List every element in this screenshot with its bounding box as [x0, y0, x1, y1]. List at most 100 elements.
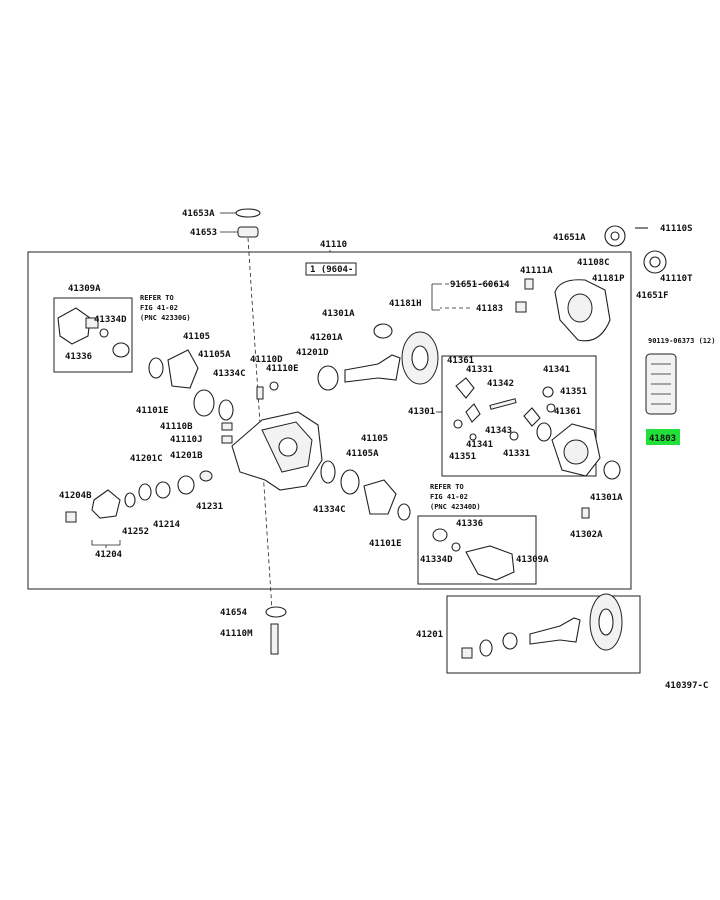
bolt-41110b — [221, 422, 233, 431]
label-41181H: 41181H — [389, 299, 422, 309]
label-41201A: 41201A — [310, 333, 343, 343]
label-41201C: 41201C — [130, 454, 163, 464]
pinion-gear-right — [523, 407, 541, 427]
label-41351-a: 41351 — [560, 387, 587, 397]
seal-41336-right — [432, 528, 448, 542]
label-41334D-left: 41334D — [94, 315, 127, 325]
label-41105-b: 41105 — [361, 434, 388, 444]
bracket-41181h — [431, 283, 440, 311]
retainer-41105-right — [363, 479, 397, 515]
side-gear-right — [536, 422, 552, 442]
collar-41231 — [199, 470, 213, 482]
mount-41651a-inner — [610, 231, 620, 241]
plug-91651 — [524, 278, 534, 290]
oring-41105a-right — [340, 469, 360, 495]
ring-gear-top-inner — [411, 345, 429, 371]
label-41110D: 41110D — [250, 355, 283, 365]
label-41342: 41342 — [487, 379, 514, 389]
label-41110B: 41110B — [160, 422, 193, 432]
cushion-41653 — [237, 226, 259, 238]
bolt-41110j — [221, 435, 233, 444]
label-41343: 41343 — [485, 426, 512, 436]
bolt-41110d — [256, 386, 264, 400]
label-41110M: 41110M — [220, 629, 253, 639]
label-41252: 41252 — [122, 527, 149, 537]
ring-41201-a — [479, 639, 493, 657]
label-41803: 41803 — [649, 434, 676, 444]
label-41181P: 41181P — [592, 274, 625, 284]
nut-41201 — [461, 647, 473, 659]
bearing-41201b — [177, 475, 195, 495]
label-41301A-bottom: 41301A — [590, 493, 623, 503]
bracket-41204 — [91, 540, 121, 548]
label-41111A: 41111A — [520, 266, 553, 276]
washer-41351-a — [546, 403, 556, 413]
label-41653A: 41653A — [182, 209, 215, 219]
bearing-41334c — [218, 399, 234, 421]
refer-right-3: (PNC 42340D) — [430, 503, 481, 511]
washer-41110e — [269, 381, 279, 391]
cushion-41654 — [265, 606, 287, 618]
side-gear-left — [455, 377, 475, 399]
washer-41351-b — [469, 433, 477, 441]
left-axle-subbox — [53, 297, 133, 373]
label-41105-a: 41105 — [183, 332, 210, 342]
pinion-shaft — [344, 354, 401, 383]
housing-boss — [278, 437, 298, 457]
label-41201D: 41201D — [296, 348, 329, 358]
label-41651A: 41651A — [553, 233, 586, 243]
label-41351-b: 41351 — [449, 452, 476, 462]
label-41301: 41301 — [408, 407, 435, 417]
shim-41201c — [138, 483, 152, 501]
pinion-41201 — [529, 617, 581, 645]
label-41336-right: 41336 — [456, 519, 483, 529]
plug-41183 — [515, 301, 527, 313]
ring-gear-subbox — [446, 595, 641, 674]
label-9604: 1 (9604- — [310, 265, 353, 275]
label-41302A: 41302A — [570, 530, 603, 540]
refer-left-3: (PNC 42330G) — [140, 314, 191, 322]
seal-41336-left — [112, 342, 130, 358]
bearing-41334c-right — [320, 460, 336, 484]
label-41331-a: 41331 — [466, 365, 493, 375]
main-frame — [27, 251, 632, 590]
retainer-41105 — [167, 349, 199, 389]
diagram-ref: 410397-C — [665, 681, 708, 691]
label-41204B: 41204B — [59, 491, 92, 501]
label-41341-b: 41341 — [466, 440, 493, 450]
washer-41653a — [235, 208, 261, 218]
bolt-41302a — [581, 507, 590, 519]
oring-41334d-right — [451, 542, 461, 552]
label-41108C: 41108C — [577, 258, 610, 268]
bearing-41301a-bottom — [603, 460, 621, 480]
nut-41204b — [65, 511, 77, 523]
label-41110S: 41110S — [660, 224, 693, 234]
label-41336-left: 41336 — [65, 352, 92, 362]
label-41334C-a: 41334C — [213, 369, 246, 379]
seal-41101e-right — [397, 503, 411, 521]
pinion-shaft-41342 — [489, 398, 517, 410]
label-41110T: 41110T — [660, 274, 693, 284]
label-41361-a: 41361 — [447, 356, 474, 366]
label-41654: 41654 — [220, 608, 248, 618]
pinion-gear-left — [465, 403, 481, 423]
refer-left-1: REFER TO — [140, 294, 174, 302]
note-box-9604 — [305, 262, 357, 276]
center-axis-line — [247, 237, 273, 611]
label-41105A-b: 41105A — [346, 449, 379, 459]
label-41101E-b: 41101E — [369, 539, 402, 549]
label-41183: 41183 — [476, 304, 503, 314]
label-41110E: 41110E — [266, 364, 299, 374]
label-90119: 90119-06373 (12) — [648, 337, 715, 345]
label-41110J: 41110J — [170, 435, 203, 445]
label-41214: 41214 — [153, 520, 181, 530]
shim-41214 — [124, 492, 136, 508]
differential-subbox — [441, 355, 597, 477]
mount-41651f-inner — [649, 256, 661, 268]
washer-41341-b — [453, 419, 463, 429]
label-41334C-b: 41334C — [313, 505, 346, 515]
label-41105A-a: 41105A — [198, 350, 231, 360]
ring-gear-41201-inner — [598, 608, 614, 636]
label-41651F: 41651F — [636, 291, 669, 301]
oring-41105a — [193, 389, 215, 417]
